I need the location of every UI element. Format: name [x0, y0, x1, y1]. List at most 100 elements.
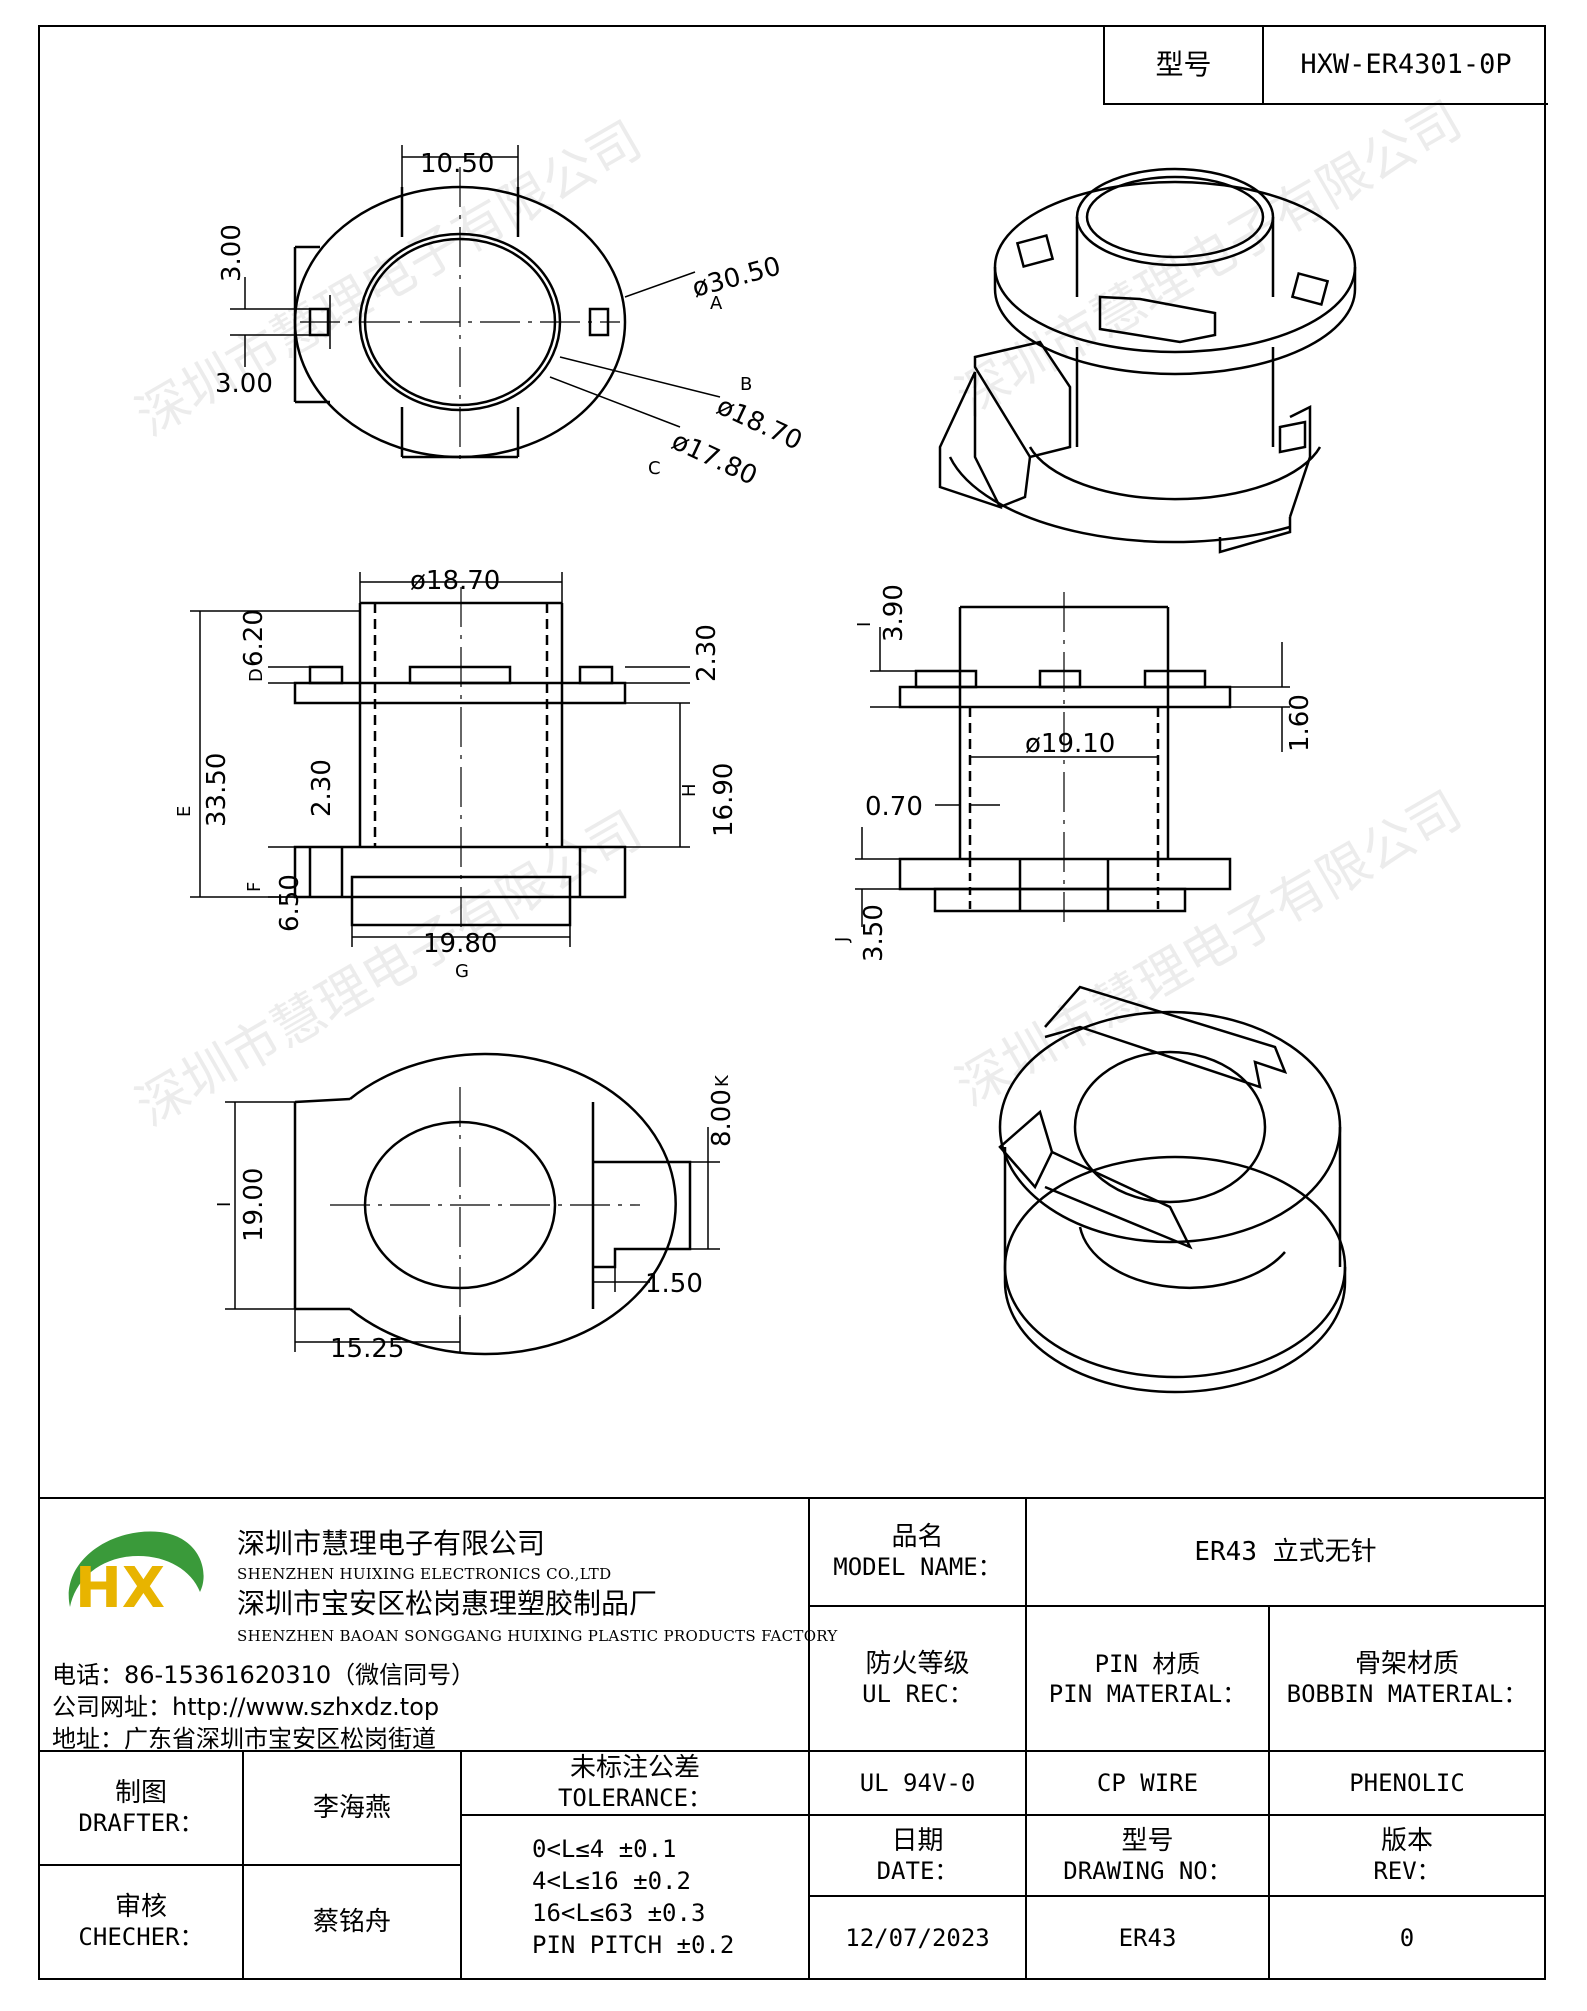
dim-base-width: 19.80: [423, 929, 497, 959]
front-view: [190, 572, 690, 947]
model-name-en: MODEL NAME：: [833, 1553, 1002, 1581]
mark-f: F: [244, 882, 265, 892]
mark-i-bottom: I: [214, 1202, 235, 1207]
dim-slot-a: 3.00: [217, 224, 247, 282]
header-model-value: HXW-ER4301-0P: [1300, 49, 1512, 80]
logo-swoosh: [68, 1531, 204, 1607]
mark-e: E: [174, 806, 195, 817]
dim-slot-depth: 1.50: [645, 1269, 703, 1299]
pin-value: CP WIRE: [1096, 1769, 1199, 1797]
rev-value: 0: [1399, 1923, 1415, 1952]
dim-side-inner-dia: ø19.10: [1025, 729, 1115, 759]
mark-c: C: [648, 458, 661, 479]
dim-mid-dia: ø18.70: [712, 391, 807, 456]
header-divider-bottom: [1103, 103, 1548, 105]
tolerance-label: 未标注公差 TOLERANCE：: [462, 1752, 808, 1814]
title-block-hline-4: [808, 1895, 1544, 1897]
drafter-label: 制图 DRAFTER：: [40, 1752, 242, 1864]
mark-b: B: [740, 374, 752, 395]
company-logo: HX: [68, 1531, 204, 1621]
drafter-en: DRAFTER：: [78, 1809, 204, 1837]
title-block-vline-5: [460, 1750, 462, 1978]
tolerance-line: PIN PITCH ±0.2: [532, 1931, 735, 1959]
tolerance-line: 0<L≤4 ±0.1: [532, 1835, 677, 1863]
company-phone: 电话：86-15361620310（微信同号）: [52, 1661, 476, 1689]
rev-en: REV：: [1373, 1856, 1441, 1885]
dim-bottom-flange: 6.50: [275, 874, 305, 932]
dim-top-width: 10.50: [420, 149, 494, 179]
bobbin-en: BOBBIN MATERIAL：: [1286, 1679, 1528, 1708]
ul-value: UL 94V-0: [859, 1769, 976, 1797]
tolerance-en: TOLERANCE：: [557, 1784, 713, 1812]
drafter-cn: 制图: [114, 1778, 167, 1808]
checker-label: 审核 CHECHER：: [40, 1866, 242, 1978]
model-name-label: 品名 MODEL NAME：: [810, 1499, 1025, 1605]
mark-d: D: [246, 668, 267, 682]
model-name-cn: 品名: [891, 1522, 944, 1552]
drawing-sheet: 型号 HXW-ER4301-0P 深圳市慧理电子有限公司 深圳市慧理电子有限公司…: [38, 25, 1548, 1980]
dim-inner-dia: ø17.80: [667, 426, 762, 491]
date-label: 日期 DATE：: [810, 1816, 1025, 1895]
tolerance-cn: 未标注公差: [569, 1753, 700, 1783]
drafter-value: 李海燕: [312, 1793, 391, 1823]
dim-front-dia: ø18.70: [410, 566, 500, 596]
mark-a: A: [710, 293, 723, 314]
date-en: DATE：: [876, 1856, 959, 1885]
iso-view-top: [938, 167, 1357, 554]
dim-top-flange: 6.20: [239, 609, 269, 667]
dim-side-top-step: 3.90: [879, 584, 909, 642]
company-address: 地址：广东省深圳市宝安区松岗街道: [52, 1725, 436, 1753]
title-block-vline-2: [1025, 1497, 1027, 1978]
dim-gap: 0.70: [865, 792, 923, 822]
drawing-no-value: ER43: [1118, 1923, 1177, 1952]
title-block-vline-3: [1268, 1605, 1270, 1978]
dimension-labels: 10.50 3.00 3.00 ø30.50 A ø18.70 B ø17.80…: [174, 149, 1315, 1364]
title-block-vline-main: [808, 1497, 810, 1978]
pin-cn: PIN 材质: [1094, 1649, 1201, 1678]
bobbin-material-label: 骨架材质 BOBBIN MATERIAL：: [1270, 1607, 1544, 1750]
dim-tab-height: 2.30: [692, 624, 722, 682]
checker-cn: 审核: [114, 1892, 167, 1922]
dim-outer-dia: ø30.50: [689, 251, 784, 303]
company-website: 公司网址：http://www.szhxdz.top: [52, 1693, 440, 1721]
tolerance-line: 4<L≤16 ±0.2: [532, 1867, 691, 1895]
checker-en: CHECHER：: [78, 1923, 204, 1951]
ul-label: 防火等级 UL REC：: [810, 1607, 1025, 1750]
company-name-cn: 深圳市慧理电子有限公司: [237, 1527, 546, 1560]
date-cn: 日期: [891, 1825, 944, 1856]
bobbin-value: PHENOLIC: [1349, 1769, 1465, 1797]
company-name-en: SHENZHEN HUIXING ELECTRONICS CO.,LTD: [237, 1565, 612, 1583]
header-divider-left: [1103, 27, 1105, 104]
pin-en: PIN MATERIAL：: [1048, 1679, 1247, 1708]
logo-letters: HX: [75, 1556, 165, 1621]
title-block-top-line: [40, 1497, 1544, 1499]
title-block-hline-5: [40, 1864, 460, 1866]
title-block-hline-2: [40, 1750, 1544, 1752]
dim-slot-height: 8.00: [707, 1089, 737, 1147]
watermark-text: 深圳市慧理电子有限公司: [127, 110, 652, 448]
dim-slot-b: 3.00: [215, 369, 273, 399]
tolerance-line: 16<L≤63 ±0.3: [532, 1899, 706, 1927]
date-value: 12/07/2023: [845, 1923, 990, 1952]
dim-side-bottom-step: 3.50: [859, 904, 889, 962]
top-view: [230, 145, 721, 467]
bottom-view: [225, 1052, 720, 1356]
factory-name-en: SHENZHEN BAOAN SONGGANG HUIXING PLASTIC …: [237, 1627, 838, 1645]
drawing-no-label: 型号 DRAWING NO：: [1027, 1816, 1268, 1895]
ul-en: UL REC：: [862, 1679, 973, 1708]
ul-cn: 防火等级: [865, 1648, 970, 1679]
mark-h: H: [679, 783, 700, 797]
side-view: [855, 592, 1290, 927]
tolerance-values: 0<L≤4 ±0.1 4<L≤16 ±0.2 16<L≤63 ±0.3 PIN …: [462, 1816, 808, 1978]
drawing-no-cn: 型号: [1121, 1825, 1174, 1856]
mark-i-side: I: [854, 622, 875, 627]
factory-name-cn: 深圳市宝安区松岗惠理塑胶制品厂: [237, 1587, 658, 1620]
checker-value: 蔡铭舟: [312, 1907, 391, 1937]
dim-bottom-height: 19.00: [239, 1168, 269, 1242]
dim-wall: 2.30: [307, 759, 337, 817]
technical-drawing: 深圳市慧理电子有限公司 深圳市慧理电子有限公司 深圳市慧理电子有限公司 深圳市慧…: [127, 90, 1472, 1394]
bobbin-cn: 骨架材质: [1354, 1648, 1459, 1679]
mark-g: G: [455, 961, 469, 982]
rev-cn: 版本: [1380, 1825, 1433, 1856]
watermark-text: 深圳市慧理电子有限公司: [947, 90, 1472, 428]
